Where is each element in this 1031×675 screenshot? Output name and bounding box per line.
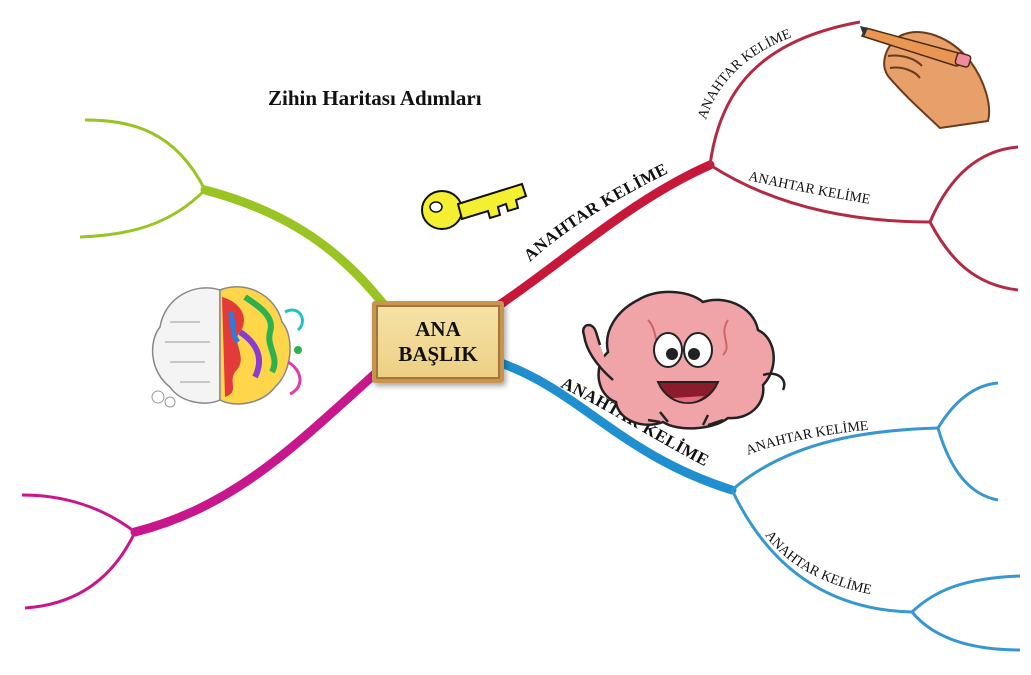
branch-red-fork-upper [928,145,1019,223]
branch-green-fork-upper [84,118,207,191]
svg-text:ANAHTAR KELİME: ANAHTAR KELİME [520,159,671,265]
svg-text:ANAHTAR KELİME: ANAHTAR KELİME [696,27,794,121]
center-topic-line2: BAŞLIK [398,342,478,366]
label-sub-top-upper: ANAHTAR KELİME [696,27,794,121]
center-topic: ANA BAŞLIK [372,301,504,383]
branch-red-sub-upper [708,20,861,166]
branch-red-fork-lower [928,221,1019,292]
branch-blue [493,357,737,495]
center-topic-line1: ANA [415,317,461,341]
branch-magenta-fork-upper [21,493,136,534]
branch-green [200,185,397,320]
branch-green-fork-lower [79,188,207,239]
brain-character-icon [581,290,786,430]
label-main-top: ANAHTAR KELİME [520,159,670,265]
branch-blue-fork-b-lower [910,611,1021,652]
label-sub-bottom-upper: ANAHTAR KELİME [744,419,869,459]
svg-text:ANAHTAR KELİME: ANAHTAR KELİME [744,419,869,459]
hand-writing-icon [860,26,991,130]
branch-red [487,160,715,315]
branch-blue-fork-b-upper [910,574,1021,614]
key-icon [421,182,528,230]
label-sub-top-lower: ANAHTAR KELİME [747,169,871,208]
page-title: Zihin Haritası Adımları [268,86,482,110]
branch-magenta [130,360,390,537]
brain-doodle-icon [151,286,304,408]
branch-blue-fork-a-upper [936,381,999,429]
branch-blue-sub-lower [730,489,913,614]
branch-blue-fork-a-lower [936,427,999,502]
svg-text:ANAHTAR KELİME: ANAHTAR KELİME [747,169,871,208]
branch-magenta-fork-lower [24,531,137,610]
branch-blue-sub-upper [731,426,939,492]
branch-red-sub-lower [709,163,931,224]
